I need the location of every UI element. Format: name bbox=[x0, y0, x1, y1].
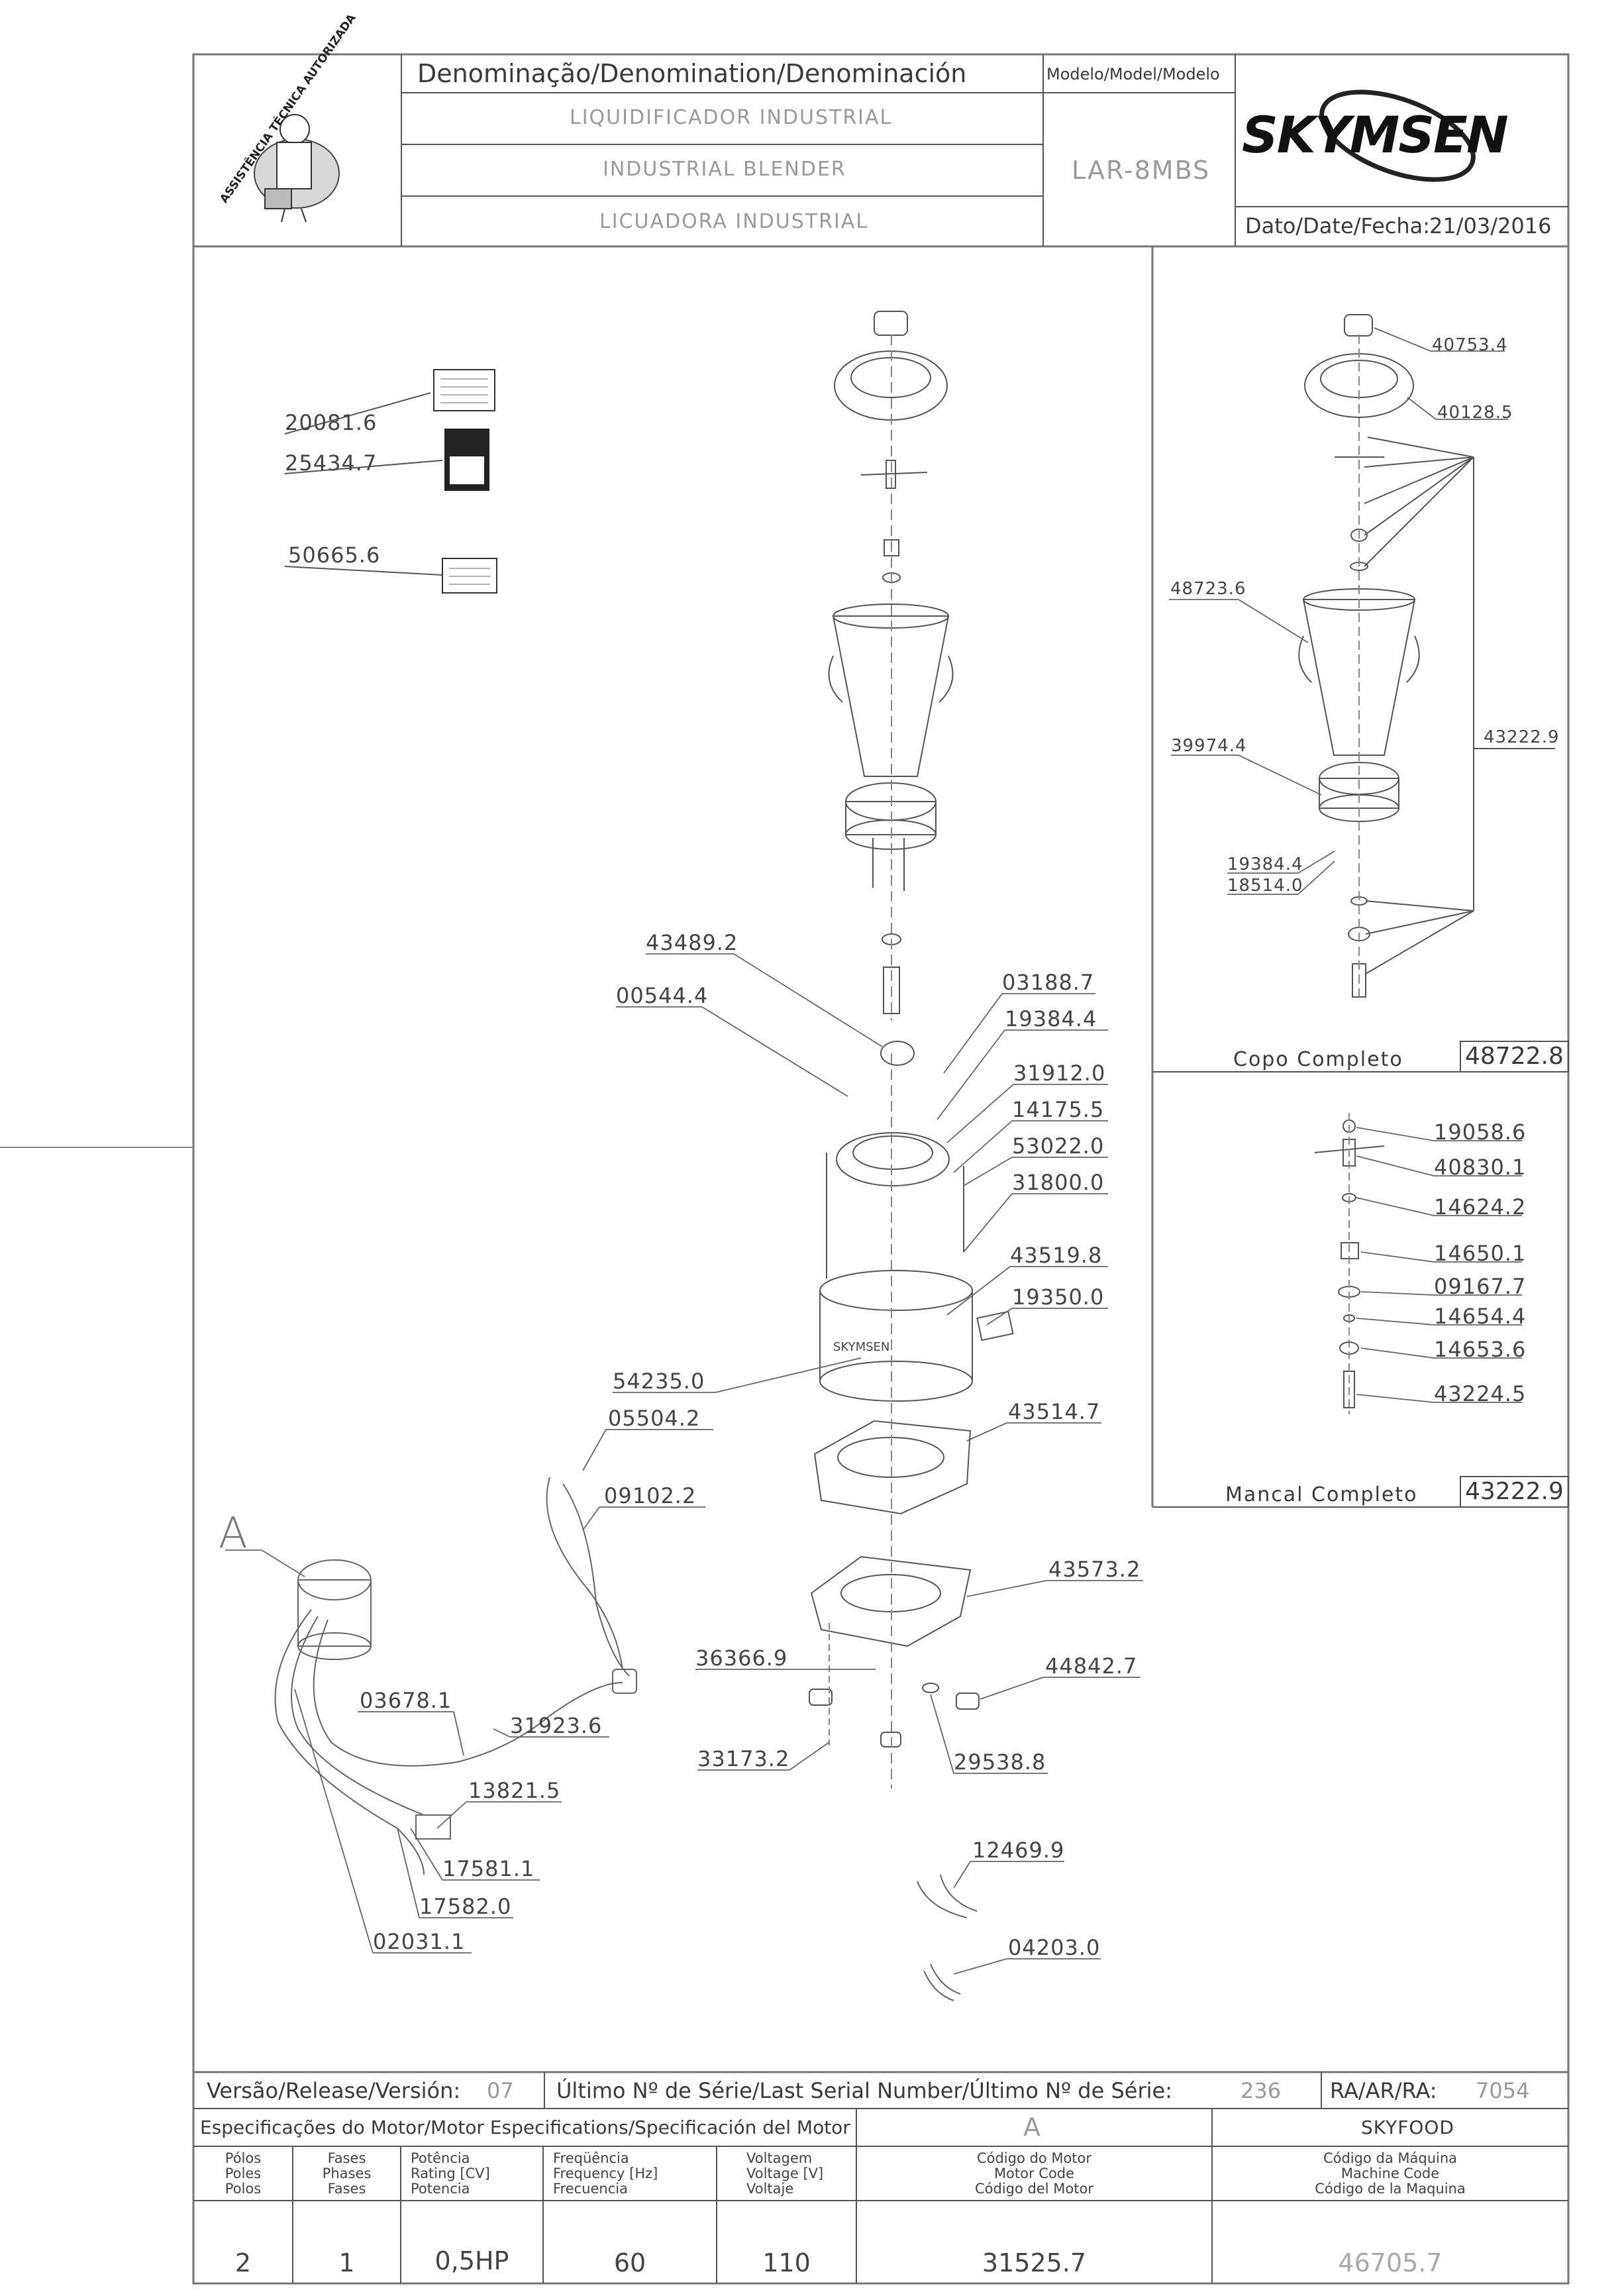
model-value: LAR-8MBS bbox=[1072, 156, 1211, 185]
serial-label: Último Nº de Série/Last Serial Number/Úl… bbox=[556, 2078, 1172, 2103]
ra-value: 7054 bbox=[1476, 2078, 1530, 2103]
mancal-part-14650-1[interactable]: 14650.1 bbox=[1434, 1241, 1527, 1266]
part-03678-1[interactable]: 03678.1 bbox=[360, 1688, 452, 1713]
col-power-header: Potência Rating [CV] Potencia bbox=[411, 2150, 490, 2197]
col-phases-header: Fases Phases Fases bbox=[322, 2150, 372, 2197]
part-29538-8[interactable]: 29538.8 bbox=[954, 1749, 1046, 1775]
part-31912-0[interactable]: 31912.0 bbox=[1013, 1061, 1106, 1086]
col-machine-code-header: Código da Máquina Machine Code Código de… bbox=[1315, 2150, 1466, 2197]
copo-part-39974-4[interactable]: 39974.4 bbox=[1171, 736, 1247, 756]
poles-value: 2 bbox=[234, 2248, 252, 2277]
motor-spec-label: Especificações do Motor/Motor Especifica… bbox=[200, 2116, 850, 2138]
part-31800-0[interactable]: 31800.0 bbox=[1012, 1170, 1105, 1195]
part-19350-0[interactable]: 19350.0 bbox=[1012, 1284, 1105, 1310]
name-en: INDUSTRIAL BLENDER bbox=[603, 158, 846, 181]
col-voltage-header: Voltagem Voltage [V] Voltaje bbox=[746, 2150, 824, 2197]
part-43519-8[interactable]: 43519.8 bbox=[1010, 1243, 1103, 1268]
motor-assembly-drawing bbox=[809, 1041, 1014, 1789]
part-53022-0[interactable]: 53022.0 bbox=[1012, 1133, 1105, 1159]
part-31923-6[interactable]: 31923.6 bbox=[510, 1713, 603, 1738]
copo-completo-title: Copo Completo bbox=[1233, 1048, 1403, 1071]
phases-value: 1 bbox=[338, 2248, 355, 2277]
wiring-harness-drawing bbox=[274, 1477, 978, 2001]
part-00544-4[interactable]: 00544.4 bbox=[616, 983, 709, 1008]
col-poles-header: Pólos Poles Polos bbox=[225, 2150, 262, 2197]
part-05504-2[interactable]: 05504.2 bbox=[608, 1406, 701, 1431]
part-02031-1[interactable]: 02031.1 bbox=[373, 1929, 466, 1954]
part-20081-6[interactable]: 20081.6 bbox=[285, 410, 378, 435]
part-43514-7[interactable]: 43514.7 bbox=[1008, 1399, 1101, 1424]
part-12469-9[interactable]: 12469.9 bbox=[972, 1838, 1065, 1863]
mancal-part-43224-5[interactable]: 43224.5 bbox=[1434, 1381, 1527, 1406]
part-04203-0[interactable]: 04203.0 bbox=[1008, 1935, 1101, 1960]
mancal-part-40830-1[interactable]: 40830.1 bbox=[1434, 1155, 1527, 1180]
mancal-completo-drawing bbox=[1314, 1113, 1385, 1414]
authorized-service-stamp bbox=[254, 114, 340, 223]
part-19384-4[interactable]: 19384.4 bbox=[1005, 1006, 1097, 1031]
col-motor-code-header: Código do Motor Motor Code Código del Mo… bbox=[975, 2150, 1093, 2197]
part-17582-0[interactable]: 17582.0 bbox=[419, 1894, 512, 1919]
copo-completo-code[interactable]: 48722.8 bbox=[1465, 1043, 1564, 1070]
motor-code-value: 31525.7 bbox=[982, 2248, 1087, 2277]
date-label: Dato/Date/Fecha: bbox=[1245, 213, 1431, 238]
version-value: 07 bbox=[487, 2078, 514, 2103]
copo-part-18514-0[interactable]: 18514.0 bbox=[1227, 876, 1303, 896]
date-value: 21/03/2016 bbox=[1429, 213, 1552, 238]
name-pt: LIQUIDIFICADOR INDUSTRIAL bbox=[570, 106, 893, 129]
voltage-value: 110 bbox=[762, 2248, 811, 2277]
part-44842-7[interactable]: 44842.7 bbox=[1045, 1653, 1138, 1679]
ra-label: RA/AR/RA: bbox=[1330, 2078, 1437, 2103]
mancal-part-14624-2[interactable]: 14624.2 bbox=[1434, 1194, 1527, 1220]
part-14175-5[interactable]: 14175.5 bbox=[1012, 1097, 1105, 1122]
version-label: Versão/Release/Versión: bbox=[207, 2078, 461, 2103]
part-25434-7[interactable]: 25434.7 bbox=[285, 450, 378, 476]
power-value: 0,5HP bbox=[434, 2246, 509, 2275]
copo-completo-drawing bbox=[1298, 314, 1555, 998]
detail-callout-a: A bbox=[219, 1509, 248, 1558]
part-17581-1[interactable]: 17581.1 bbox=[442, 1856, 535, 1881]
part-36366-9[interactable]: 36366.9 bbox=[695, 1645, 788, 1671]
col-frequency-header: Freqüência Frequency [Hz] Frecuencia bbox=[553, 2150, 658, 2197]
copo-part-40128-5[interactable]: 40128.5 bbox=[1437, 403, 1513, 423]
skymsen-logo: SKYMSEN bbox=[1242, 105, 1509, 164]
serial-value: 236 bbox=[1241, 2078, 1282, 2103]
mancal-part-14654-4[interactable]: 14654.4 bbox=[1434, 1304, 1527, 1329]
mancal-part-19058-6[interactable]: 19058.6 bbox=[1434, 1120, 1527, 1145]
denomination-label: Denominação/Denomination/Denominación bbox=[417, 59, 967, 88]
mancal-part-14653-6[interactable]: 14653.6 bbox=[1434, 1337, 1527, 1362]
part-03188-7[interactable]: 03188.7 bbox=[1002, 970, 1095, 995]
copo-part-40753-4[interactable]: 40753.4 bbox=[1432, 335, 1508, 355]
part-50665-6[interactable]: 50665.6 bbox=[288, 543, 381, 568]
mancal-completo-title: Mancal Completo bbox=[1225, 1483, 1418, 1506]
part-54235-0[interactable]: 54235.0 bbox=[613, 1369, 705, 1394]
manufacturer: SKYFOOD bbox=[1361, 2116, 1454, 2138]
part-43489-2[interactable]: 43489.2 bbox=[646, 930, 738, 955]
frequency-value: 60 bbox=[613, 2248, 646, 2277]
part-13821-5[interactable]: 13821.5 bbox=[468, 1778, 561, 1803]
jar-assembly-drawing bbox=[828, 311, 954, 1020]
part-09102-2[interactable]: 09102.2 bbox=[604, 1483, 697, 1508]
part-43573-2[interactable]: 43573.2 bbox=[1048, 1557, 1141, 1582]
model-label: Modelo/Model/Modelo bbox=[1046, 65, 1220, 83]
motor-letter: A bbox=[1023, 2113, 1040, 2142]
copo-part-19384-4[interactable]: 19384.4 bbox=[1227, 855, 1303, 874]
mancal-completo-code[interactable]: 43222.9 bbox=[1465, 1478, 1564, 1505]
machine-code-value: 46705.7 bbox=[1338, 2248, 1443, 2277]
copo-part-43222-9[interactable]: 43222.9 bbox=[1484, 727, 1560, 747]
part-33173-2[interactable]: 33173.2 bbox=[697, 1746, 790, 1771]
motor-brand-text: SKYMSEN bbox=[833, 1340, 890, 1354]
copo-part-48723-6[interactable]: 48723.6 bbox=[1170, 579, 1246, 599]
name-es: LICUADORA INDUSTRIAL bbox=[599, 210, 869, 233]
mancal-part-09167-7[interactable]: 09167.7 bbox=[1434, 1274, 1527, 1299]
